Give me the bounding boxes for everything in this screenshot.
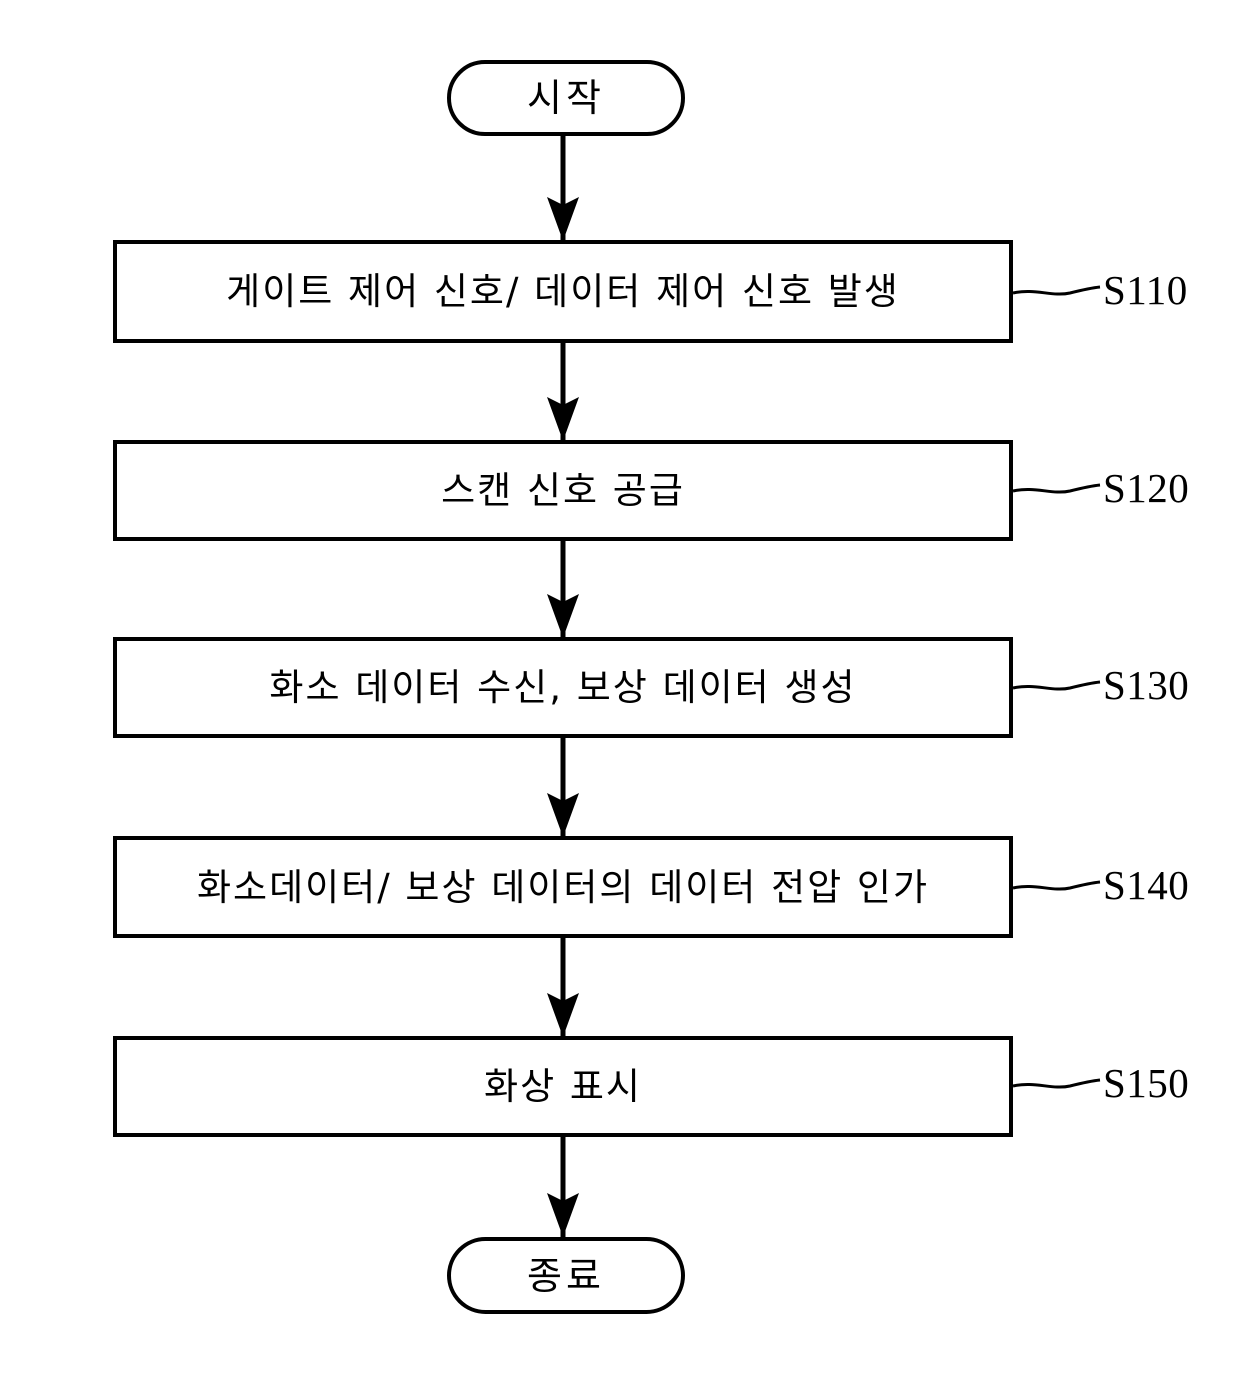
end-node-label: 종료 bbox=[527, 1253, 605, 1298]
process-box-s120-label: 스캔 신호 공급 bbox=[441, 469, 685, 512]
connector-s130-to-s140 bbox=[547, 738, 579, 838]
connector-s150-to-end bbox=[547, 1137, 579, 1238]
step-reference-s130: S130 bbox=[1103, 662, 1190, 708]
process-box-s120[interactable]: 스캔 신호 공급 bbox=[113, 440, 1013, 541]
leader-line-s150 bbox=[1012, 1078, 1101, 1089]
connector-s140-to-s150 bbox=[547, 938, 579, 1038]
leader-line-s130 bbox=[1012, 680, 1101, 691]
leader-line-s120 bbox=[1012, 483, 1101, 494]
step-reference-s120: S120 bbox=[1103, 465, 1190, 511]
process-box-s150[interactable]: 화상 표시 bbox=[113, 1036, 1013, 1137]
process-box-s110[interactable]: 게이트 제어 신호/ 데이터 제어 신호 발생 bbox=[113, 240, 1013, 343]
process-box-s110-label: 게이트 제어 신호/ 데이터 제어 신호 발생 bbox=[226, 270, 900, 313]
end-node[interactable]: 종료 bbox=[447, 1237, 685, 1314]
start-node-label: 시작 bbox=[527, 76, 605, 120]
leader-line-s140 bbox=[1012, 880, 1101, 891]
leader-line-s110 bbox=[1012, 285, 1101, 296]
process-box-s140-label: 화소데이터/ 보상 데이터의 데이터 전압 인가 bbox=[197, 865, 929, 909]
process-box-s150-label: 화상 표시 bbox=[484, 1065, 642, 1108]
step-reference-s110: S110 bbox=[1103, 267, 1188, 313]
connector-start-to-s110 bbox=[547, 136, 579, 242]
process-box-s130-label: 화소 데이터 수신, 보상 데이터 생성 bbox=[269, 666, 857, 709]
connector-s110-to-s120 bbox=[547, 343, 579, 442]
step-reference-s140: S140 bbox=[1103, 862, 1190, 908]
process-box-s130[interactable]: 화소 데이터 수신, 보상 데이터 생성 bbox=[113, 637, 1013, 738]
connector-s120-to-s130 bbox=[547, 541, 579, 639]
process-box-s140[interactable]: 화소데이터/ 보상 데이터의 데이터 전압 인가 bbox=[113, 836, 1013, 938]
step-reference-s150: S150 bbox=[1103, 1060, 1190, 1106]
start-node[interactable]: 시작 bbox=[447, 60, 685, 136]
